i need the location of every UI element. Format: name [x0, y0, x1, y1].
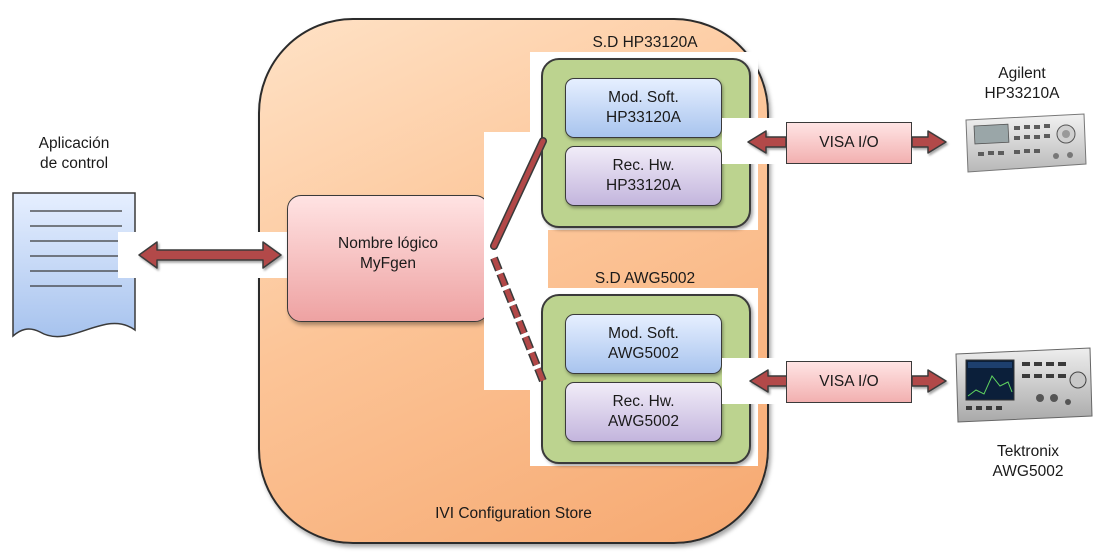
rec-hw-hp33120a-line2: HP33120A [606, 177, 681, 194]
instrument-1-line2: HP33210A [984, 85, 1060, 102]
agilent-instrument-image [965, 113, 1087, 173]
instrument-2-line2: AWG5002 [992, 463, 1064, 480]
app-double-arrow [138, 241, 282, 269]
visa-io-box-2: VISA I/O [786, 361, 912, 403]
store-label: IVI Configuration Store [435, 505, 592, 522]
application-label-line1: Aplicación [38, 135, 110, 152]
mod-soft-awg5002-line1: Mod. Soft. [608, 325, 679, 342]
instrument-1-label: Agilent HP33210A [962, 64, 1082, 104]
mod-soft-hp33120a-line2: HP33120A [606, 109, 681, 126]
application-label-line2: de control [39, 155, 109, 172]
rec-hw-awg5002-line2: AWG5002 [608, 413, 679, 430]
rec-hw-awg5002-line1: Rec. Hw. [612, 393, 675, 410]
instrument-1-line1: Agilent [998, 65, 1046, 82]
instrument-2-label: Tektronix AWG5002 [968, 442, 1088, 482]
mod-soft-hp33120a-line1: Mod. Soft. [608, 89, 679, 106]
rec-hw-awg5002: Rec. Hw. AWG5002 [565, 382, 722, 442]
logical-name-text: Nombre lógico MyFgen [287, 234, 489, 274]
application-label: Aplicación de control [18, 134, 130, 174]
mod-soft-awg5002-line2: AWG5002 [608, 345, 679, 362]
logical-name-line1: Nombre lógico [338, 235, 438, 252]
visa-1-left-arrow [747, 130, 787, 154]
logical-name-line2: MyFgen [360, 255, 416, 272]
tektronix-instrument-image [955, 347, 1093, 423]
rec-hw-hp33120a: Rec. Hw. HP33120A [565, 146, 722, 206]
instrument-2-line1: Tektronix [996, 443, 1060, 460]
visa-io-box-1: VISA I/O [786, 122, 912, 164]
rec-hw-hp33120a-line1: Rec. Hw. [612, 157, 675, 174]
document-icon [12, 192, 136, 338]
visa-2-left-arrow [749, 369, 789, 393]
sd-hp33120a-title: S.D HP33120A [592, 34, 698, 51]
sd-awg5002-title: S.D AWG5002 [594, 270, 696, 287]
mod-soft-awg5002: Mod. Soft. AWG5002 [565, 314, 722, 374]
visa-2-right-arrow [911, 369, 947, 393]
visa-1-right-arrow [911, 130, 947, 154]
mod-soft-hp33120a: Mod. Soft. HP33120A [565, 78, 722, 138]
